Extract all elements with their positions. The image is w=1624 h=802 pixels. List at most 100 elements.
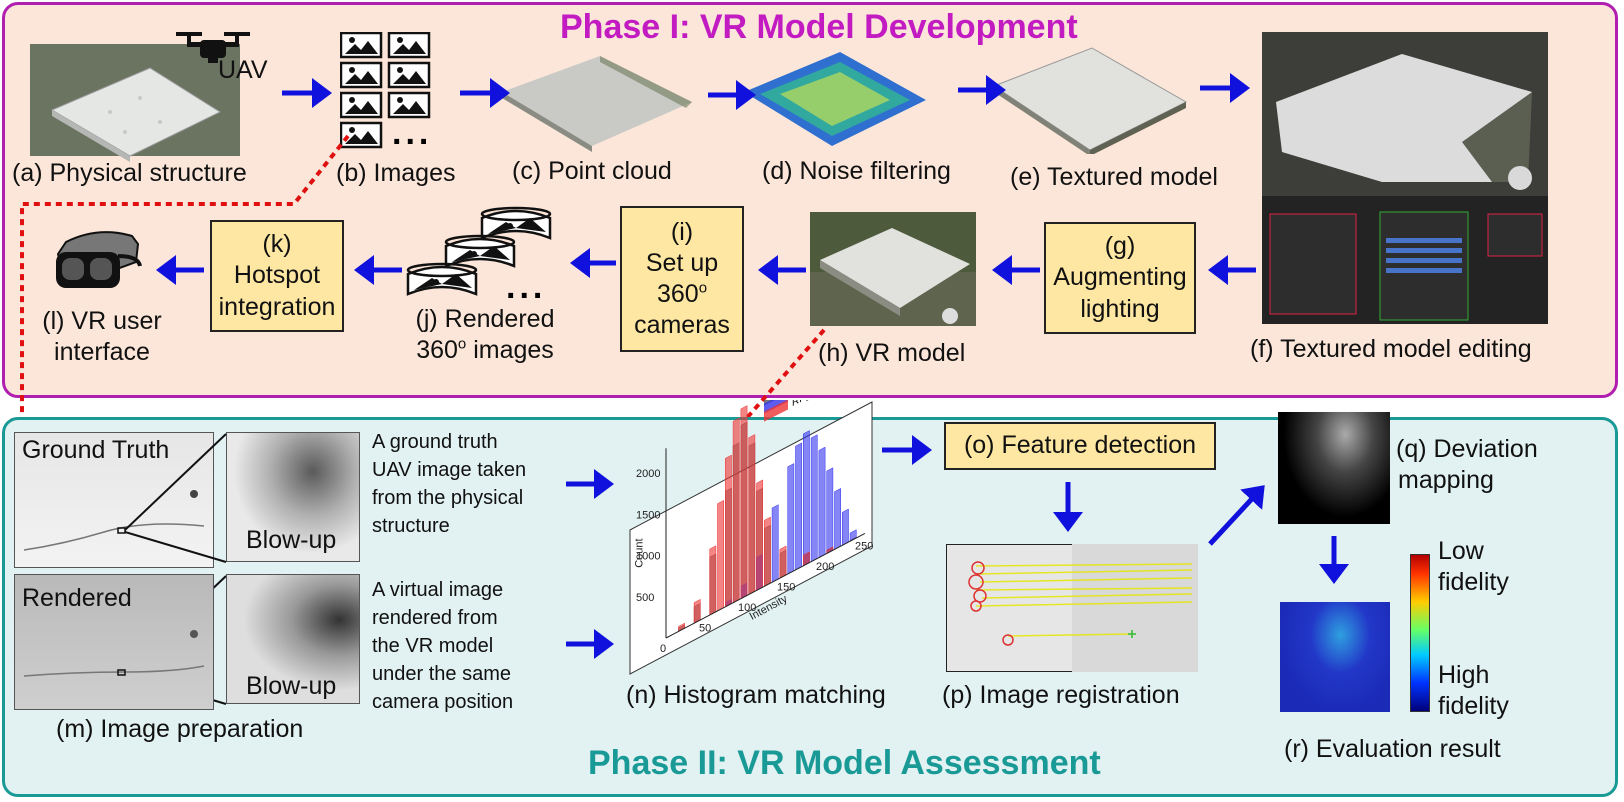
rendered-blowup-label: Blow-up — [246, 672, 337, 700]
step-l-caption: (l) VR user interface — [20, 306, 184, 369]
rendered-image — [14, 574, 214, 710]
step-e-caption: (e) Textured model — [1010, 163, 1218, 191]
histogram-bar-rr-before-matching-3 — [771, 504, 779, 583]
histogram-bar-rr-before-matching-11 — [842, 508, 849, 546]
histogram-bar-rr-after-matching-3 — [717, 499, 724, 612]
histogram-ytick-2000: 2000 — [636, 468, 660, 480]
histogram-bar-rr-after-matching-6 — [740, 405, 748, 600]
step-o-box: (o) Feature detection — [944, 422, 1216, 470]
histogram-ytick-1500: 1500 — [636, 509, 660, 521]
histogram-bar-rr-before-matching-9 — [826, 467, 834, 554]
rd-desc-line1: A virtual image — [372, 579, 504, 601]
step-p-caption: (p) Image registration — [942, 681, 1180, 709]
histogram-bar-rr-after-matching-10 — [779, 545, 787, 579]
step-i-line1: Set up — [645, 248, 719, 277]
step-j-degree: o — [457, 335, 467, 353]
histogram-bar-rr-before-matching-5 — [795, 442, 802, 571]
ground-truth-description: A ground truth UAV image taken from the … — [372, 428, 526, 540]
vr-headset-icon — [56, 231, 142, 288]
images-ellipsis: ... — [392, 114, 433, 152]
step-g-label: (g) — [1104, 232, 1136, 261]
step-k-box: (k) Hotspot integration — [210, 220, 344, 332]
step-j-number: 360 — [416, 336, 458, 365]
phase1-title: Phase I: VR Model Development — [560, 8, 1078, 46]
step-o-label: (o) Feature detection — [963, 431, 1197, 460]
step-i-label: (i) — [670, 217, 694, 246]
step-q-caption: (q) Deviation mapping — [1396, 434, 1538, 497]
histogram-ytick-500: 500 — [636, 592, 654, 604]
step-i-box: (i) Set up 360o cameras — [620, 206, 744, 352]
ground-truth-label: Ground Truth — [22, 436, 170, 464]
gt-desc-line4: structure — [372, 515, 450, 537]
step-g-line1: Augmenting — [1053, 263, 1187, 292]
step-i-degree: o — [698, 279, 708, 297]
histogram-bar-rr-after-matching-8 — [756, 479, 763, 591]
histogram-bar-rr-before-matching-6 — [803, 430, 810, 567]
low-fidelity-line1: Low — [1438, 537, 1484, 565]
rendered-texture — [23, 630, 205, 677]
histogram-bar-rr-after-matching-2 — [709, 545, 717, 616]
step-g-box: (g) Augmenting lighting — [1044, 222, 1196, 334]
step-f-caption: (f) Textured model editing — [1250, 335, 1532, 363]
step-j-line1: (j) Rendered — [415, 305, 555, 333]
histogram-chart: 050100150200250500100015002000IntensityC… — [629, 400, 874, 675]
fidelity-colorbar — [1410, 554, 1430, 712]
rendered-blowup — [226, 574, 360, 704]
step-k-label: (k) — [262, 230, 292, 259]
step-r-caption: (r) Evaluation result — [1284, 735, 1501, 763]
histogram-bar-rr-after-matching-7 — [748, 434, 756, 595]
rd-desc-line5: camera position — [372, 691, 514, 713]
histogram-bar-rr-after-matching-4 — [725, 454, 732, 608]
histogram-legend-swatch-2 — [764, 400, 788, 422]
histogram-ytick-1000: 1000 — [636, 551, 660, 563]
low-fidelity-line2: fidelity — [1438, 568, 1509, 597]
rendered-label: Rendered — [22, 584, 132, 612]
histogram-bar-rr-after-matching-1 — [693, 598, 701, 624]
step-g-line2: lighting — [1080, 294, 1160, 323]
point-cloud-image — [502, 56, 692, 152]
step-k-line1: Hotspot — [233, 261, 321, 290]
step-q-line1: (q) Deviation — [1396, 435, 1538, 463]
step-i-line3: cameras — [634, 311, 730, 340]
step-i-number: 360 — [656, 280, 699, 308]
histogram-legend-swatch-1 — [764, 400, 788, 414]
ground-truth-blowup-label: Blow-up — [246, 526, 337, 554]
phase2-title: Phase II: VR Model Assessment — [588, 744, 1101, 782]
textured-model-image — [992, 47, 1188, 154]
step-n-caption: (n) Histogram matching — [626, 681, 886, 709]
rd-desc-line4: under the same — [372, 663, 511, 685]
evaluation-result-image — [1280, 602, 1390, 712]
uav-icon — [176, 32, 250, 63]
gt-desc-line1: A ground truth — [372, 431, 498, 453]
step-m-caption: (m) Image preparation — [56, 715, 304, 743]
histogram-xtick-50: 50 — [699, 623, 711, 635]
rd-desc-line2: rendered from — [372, 607, 498, 629]
high-fidelity-line1: High — [1438, 661, 1490, 689]
histogram-xtick-150: 150 — [777, 582, 795, 594]
histogram-xtick-100: 100 — [738, 602, 756, 614]
high-fidelity-line2: fidelity — [1438, 692, 1509, 721]
histogram-bar-rr-before-matching-10 — [834, 487, 841, 550]
step-j-caption: (j) Rendered 360o images — [400, 304, 570, 367]
image-registration-image — [946, 544, 1198, 672]
model-editing-screenshot — [1262, 32, 1548, 324]
histogram-ylabel: Count — [634, 538, 646, 567]
low-fidelity-label: Low fidelity — [1438, 536, 1509, 599]
step-d-caption: (d) Noise filtering — [762, 157, 951, 185]
histogram-x-axis — [665, 533, 866, 639]
step-j-line2: images — [466, 336, 554, 365]
rd-desc-line3: the VR model — [372, 635, 494, 657]
histogram-bar-rr-before-matching-8 — [818, 446, 826, 559]
step-q-line2: mapping — [1398, 466, 1494, 495]
vr-model-image — [810, 212, 976, 326]
histogram-xtick-0: 0 — [660, 643, 666, 655]
rendered-ellipsis: ... — [506, 268, 547, 306]
histogram-bar-rr-after-matching-5 — [732, 417, 740, 604]
gt-desc-line2: UAV image taken — [372, 459, 527, 481]
step-l-line1: (l) VR user — [42, 307, 162, 335]
histogram-xtick-200: 200 — [816, 561, 834, 573]
step-k-line2: integration — [218, 292, 336, 321]
ground-truth-blowup — [226, 432, 360, 562]
rendered-description: A virtual image rendered from the VR mod… — [372, 576, 513, 716]
step-a-caption: (a) Physical structure — [12, 159, 247, 187]
